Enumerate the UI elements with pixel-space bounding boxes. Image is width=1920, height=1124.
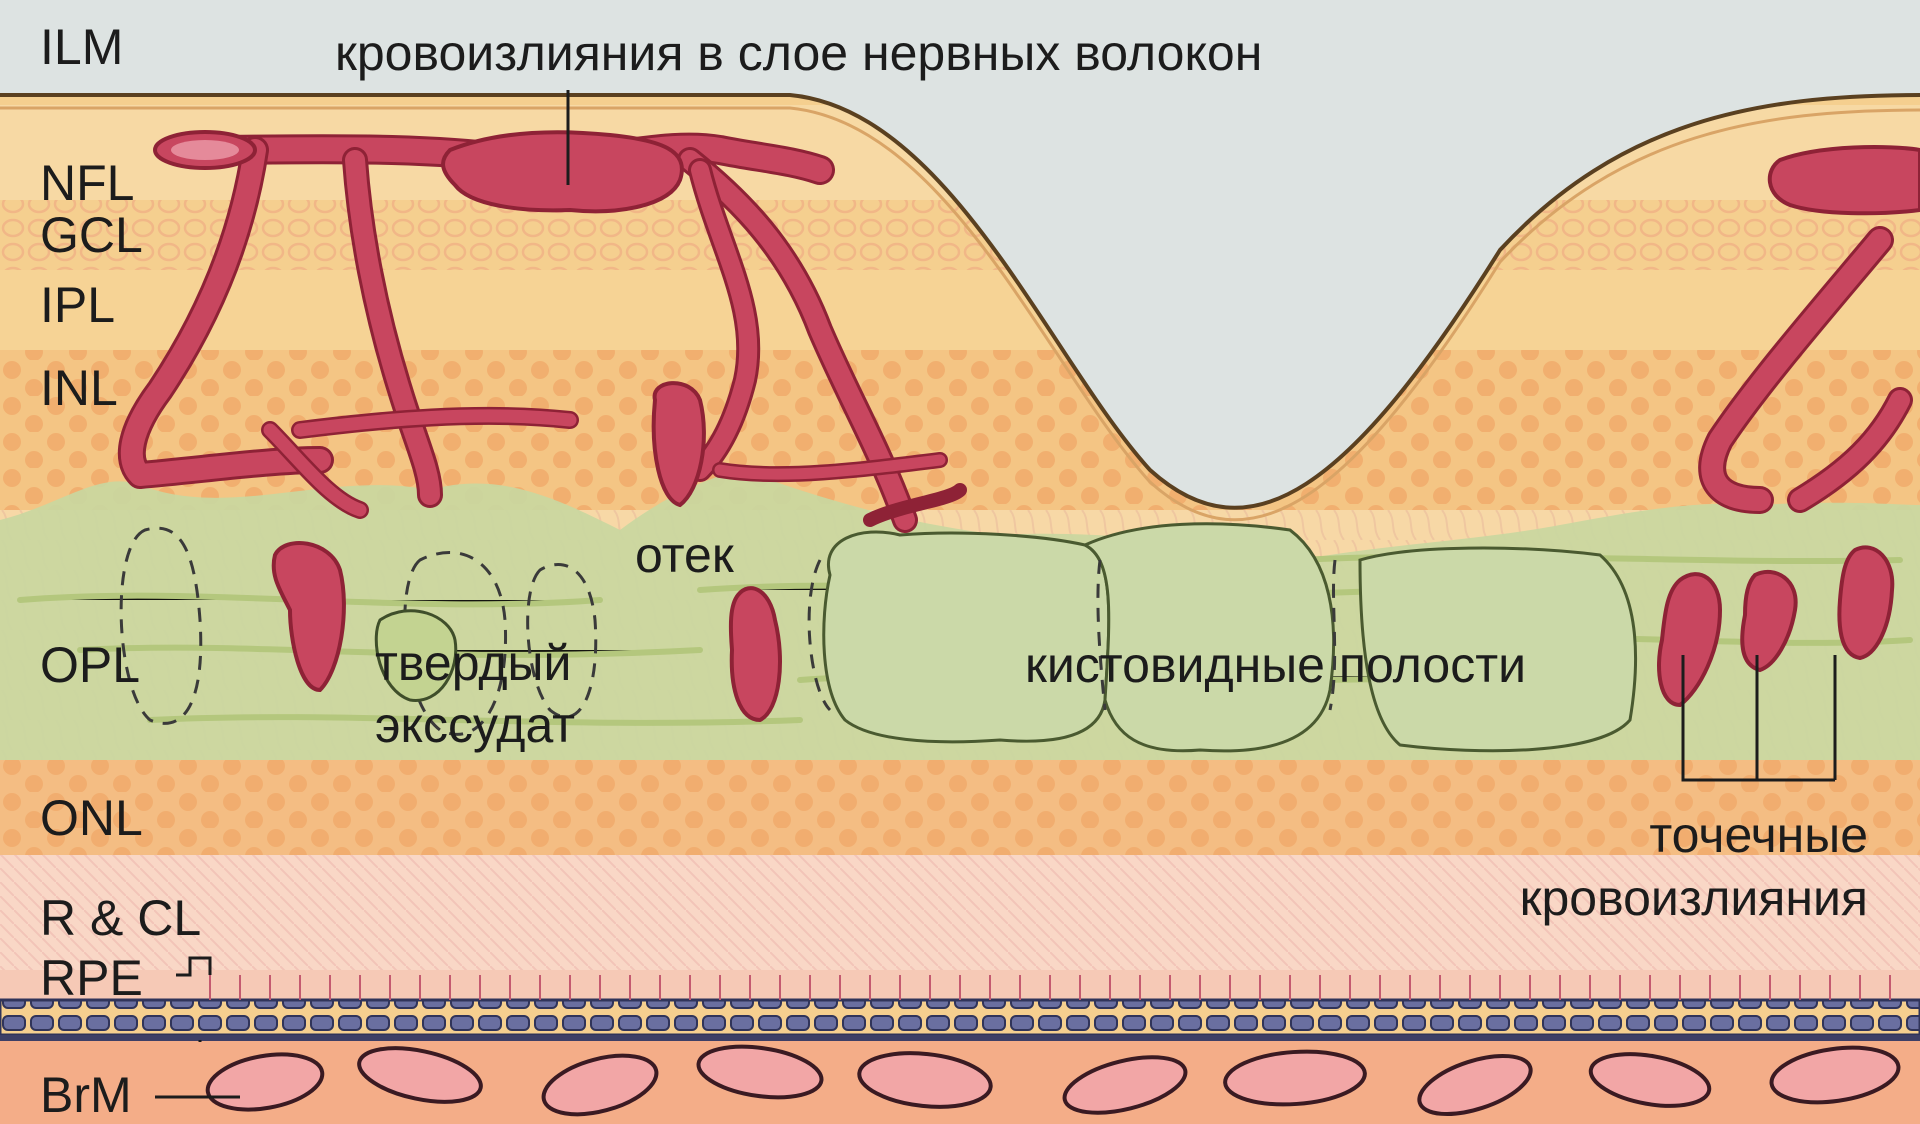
label-rpe: RPE	[40, 950, 143, 1006]
label-ipl: IPL	[40, 277, 115, 333]
label-nfl: NFL	[40, 155, 134, 211]
nfl-hemorrhage	[443, 132, 682, 211]
label-cystoid-spaces: кистовидные полости	[1025, 637, 1526, 693]
vessel-lumen	[171, 140, 239, 160]
label-hard-exudate-1: твердый	[375, 635, 571, 691]
label-gcl: GCL	[40, 207, 143, 263]
label-onl: ONL	[40, 790, 143, 846]
label-brm: BrM	[40, 1067, 132, 1123]
label-hard-exudate-2: экссудат	[375, 697, 575, 753]
nfl-hemorrhage-right	[1770, 147, 1920, 213]
label-dot-hemorrhages-2: кровоизлияния	[1520, 870, 1868, 926]
label-dot-hemorrhages-1: точечные	[1649, 807, 1868, 863]
label-ilm: ILM	[40, 19, 123, 75]
label-rcl: R & CL	[40, 890, 201, 946]
label-inl: INL	[40, 360, 118, 416]
label-edema: отек	[635, 527, 735, 583]
label-opl: OPL	[40, 637, 140, 693]
label-nfl-hemorrhage: кровоизлияния в слое нервных волокон	[335, 25, 1262, 81]
